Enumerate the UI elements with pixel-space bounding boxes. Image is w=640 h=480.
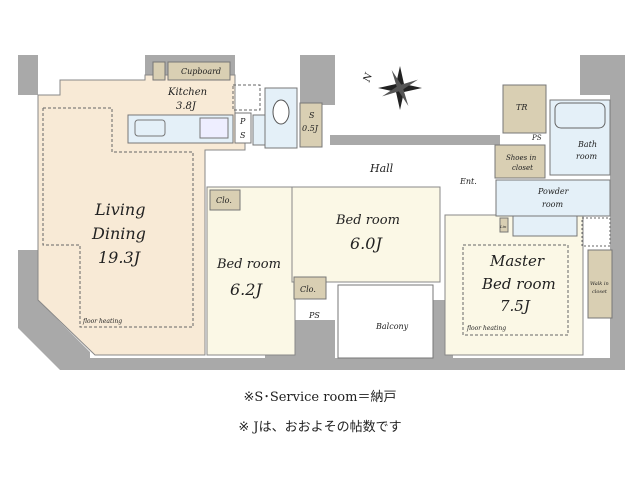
note-jo-unit: ※ Jは、おおよその帖数です: [238, 420, 402, 435]
shoes-closet: [494, 144, 546, 179]
linen-label: Lin: [499, 224, 507, 229]
note-service-room: ※S･Service room＝納戸: [243, 390, 397, 405]
tr-label: TR: [516, 103, 527, 112]
powder-label-2: room: [542, 200, 563, 209]
balcony-label: Balcony: [375, 322, 409, 331]
ps-box: [234, 112, 252, 144]
dining-label: Dining: [91, 224, 146, 243]
bath-label-2: room: [576, 152, 597, 161]
master-label-1: Master: [489, 252, 545, 270]
closet-1-label: Clo.: [216, 196, 232, 205]
walk-in-closet: [587, 249, 613, 319]
closet-1: [209, 189, 241, 211]
living-size: 19.3J: [98, 248, 142, 267]
bedroom-2: [291, 186, 441, 283]
bedroom-2-label: Bed room: [335, 213, 400, 228]
hall-label: Hall: [369, 162, 394, 175]
closet-2-label: Clo.: [300, 285, 316, 294]
ps-label-2: PS: [308, 311, 320, 320]
bedroom-1: [206, 186, 296, 356]
entrance-label: Ent.: [459, 177, 477, 186]
bedroom-1-label: Bed room: [216, 257, 281, 272]
cupboard: [167, 61, 231, 81]
wic-label-1: Walk in: [590, 281, 609, 287]
master-size: 7.5J: [500, 297, 531, 315]
master-label-2: Bed room: [481, 275, 556, 293]
ps-label-bottom: S: [240, 131, 246, 140]
service-room: [299, 102, 323, 148]
bedroom-1-size: 6.2J: [230, 280, 263, 299]
living-label: Living: [94, 200, 145, 219]
wic-label-2: closet: [592, 289, 608, 295]
master-bedroom: [444, 214, 584, 356]
kitchen-label: Kitchen: [167, 87, 207, 98]
bedroom-2-size: 6.0J: [350, 234, 383, 253]
shoes-closet-label-1: Shoes in: [506, 154, 537, 162]
service-size: 0.5J: [302, 124, 319, 133]
cupboard-label: Cupboard: [181, 67, 221, 76]
kitchen-size: 3.8J: [176, 101, 197, 112]
ps-label-top: P: [239, 117, 246, 126]
bath-label-1: Bath: [577, 140, 597, 149]
walls: [18, 55, 625, 370]
service-label: S: [309, 111, 315, 120]
compass-north-label: N: [361, 70, 375, 84]
tr-room: [502, 84, 547, 134]
powder-label-1: Powder: [537, 187, 570, 196]
living-floor-heating: floor heating: [82, 318, 122, 325]
shoes-closet-label-2: closet: [512, 164, 533, 172]
compass-rose-icon: [378, 66, 422, 110]
master-floor-heating: floor heating: [466, 325, 506, 332]
ps-label-3: PS: [531, 134, 542, 142]
balcony-area: [337, 284, 434, 359]
closet-2: [293, 276, 327, 300]
powder-room: [495, 179, 611, 217]
